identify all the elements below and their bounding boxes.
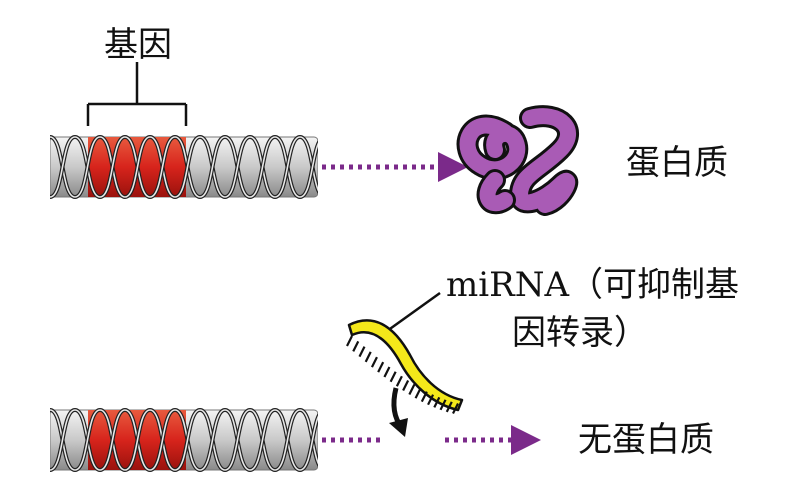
- mirna-label-line2: 因转录）: [512, 313, 648, 353]
- protein-icon: [456, 105, 579, 216]
- protein-label: 蛋白质: [626, 143, 728, 183]
- gene-label: 基因: [104, 25, 172, 65]
- dna-bottom: [20, 406, 348, 474]
- inhibition-arrow: [389, 387, 408, 437]
- mirna-icon: [346, 319, 464, 414]
- mirna-pointer-line: [386, 291, 441, 333]
- dna-top: [20, 133, 348, 201]
- mirna-label-line1: miRNA（可抑制基: [446, 265, 740, 305]
- no-protein-label: 无蛋白质: [578, 420, 714, 460]
- gene-bracket: [86, 62, 188, 126]
